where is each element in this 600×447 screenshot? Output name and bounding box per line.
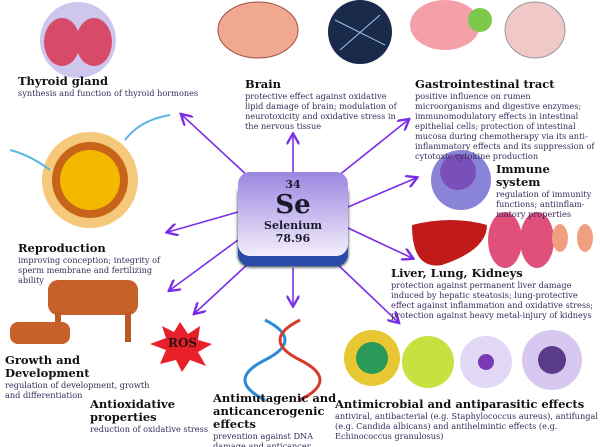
effect-desc: antiviral, antibacterial (e.g. Staphyloc… [335,411,598,441]
effect-desc: protection against permanent liver damag… [391,280,594,320]
effect-title: Reproduction [18,241,106,255]
effect-desc: synthesis and function of thyroid hormon… [18,88,199,98]
effect-title: Antimutagenic and anticancerogenic effec… [213,391,337,431]
thyroid-image [40,2,116,78]
effect-desc: reduction of oxidative stress [90,424,209,434]
effect-title: Antioxidative properties [90,397,176,424]
effect-title: Liver, Lung, Kidneys [391,266,523,280]
effect-antimutagenic: Antimutagenic and anticancerogenic effec… [213,392,338,447]
element-name: Selenium [264,219,322,232]
liver-lung-kidney-image [412,212,593,268]
effect-desc: protective effect against oxidative lipi… [245,91,397,131]
effect-title: Growth and Development [5,353,90,380]
effect-title: Gastrointestinal tract [415,77,555,91]
atomic-number: 34 [285,178,301,191]
gi-tract-image [410,0,566,59]
effect-title: Immune system [496,162,550,189]
immune-cell-image [431,150,491,210]
ros-label: ROS [168,336,198,350]
effect-title: Brain [245,77,281,91]
element-symbol: Se [275,190,311,220]
cattle-image [10,280,138,344]
ros-burst [150,322,212,372]
brain-image [217,0,392,64]
selenium-element-tile: 34 Se Selenium 78.96 [238,172,348,256]
arrows [168,115,416,322]
dna-image [243,318,322,402]
atomic-mass: 78.96 [275,232,311,245]
effect-desc: regulation of immunity functions; antiin… [496,189,592,219]
effect-desc: positive influence on rumen microorganis… [415,91,595,161]
microbes-image [344,330,582,390]
effect-title: Antimicrobial and antiparasitic effects [335,397,585,411]
sperm-egg-image [9,114,171,228]
effect-desc: improving conception; integrity of sperm… [18,255,161,285]
effect-desc: regulation of development, growth and di… [5,380,150,400]
effect-title: Thyroid gland [18,74,109,88]
effect-desc: prevention against DNA damage and antica… [213,431,314,447]
